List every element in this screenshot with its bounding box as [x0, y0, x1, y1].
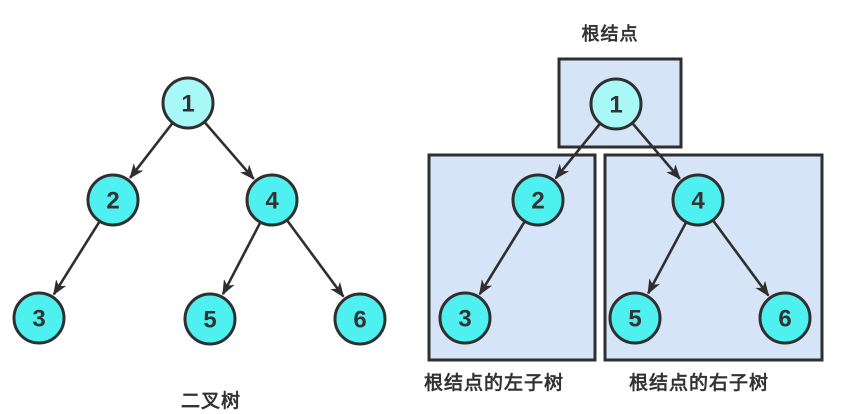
- edge-1-to-4: [631, 122, 681, 179]
- node-label-5: 5: [203, 307, 216, 334]
- tree-node-6: 6: [758, 291, 812, 345]
- node-label-2: 2: [106, 188, 119, 215]
- edge-4-to-6: [286, 220, 345, 297]
- node-label-2: 2: [531, 188, 544, 215]
- edge-2-to-3: [52, 221, 101, 294]
- tree-node-1: 1: [589, 77, 643, 131]
- node-label-4: 4: [691, 188, 705, 215]
- node-circle-1: [161, 76, 215, 130]
- left-tree-caption: 二叉树: [180, 391, 242, 412]
- node-label-5: 5: [628, 306, 641, 333]
- tree-node-5: 5: [608, 291, 662, 345]
- tree-node-1: 1: [161, 76, 215, 130]
- node-circle-5: [608, 291, 662, 345]
- node-circle-2: [511, 173, 565, 227]
- node-circle-5: [183, 292, 237, 346]
- node-circle-3: [438, 291, 492, 345]
- node-label-3: 3: [458, 306, 471, 333]
- root-node-label: 根结点: [581, 24, 639, 44]
- edge-1-to-2: [129, 122, 174, 178]
- left-subtree-label: 根结点的左子树: [423, 373, 565, 394]
- edge-4-to-5: [647, 222, 687, 293]
- edge-1-to-2: [554, 123, 601, 178]
- node-label-4: 4: [265, 188, 279, 215]
- edge-2-to-3: [478, 221, 526, 294]
- tree-node-3: 3: [12, 291, 66, 345]
- right-subtree-label: 根结点的右子树: [628, 373, 770, 394]
- node-circle-4: [245, 173, 299, 227]
- tree-node-3: 3: [438, 291, 492, 345]
- node-circle-1: [589, 77, 643, 131]
- tree-node-2: 2: [86, 173, 140, 227]
- annotated-binary-tree: 1 2 4 3 5 6: [427, 57, 824, 362]
- node-circle-6: [333, 292, 387, 346]
- node-label-6: 6: [778, 306, 791, 333]
- tree-node-6: 6: [333, 292, 387, 346]
- edge-4-to-6: [712, 220, 770, 296]
- node-circle-6: [758, 291, 812, 345]
- tree-node-5: 5: [183, 292, 237, 346]
- tree-node-4: 4: [671, 173, 725, 227]
- node-circle-3: [12, 291, 66, 345]
- node-circle-2: [86, 173, 140, 227]
- node-label-1: 1: [609, 92, 622, 119]
- edge-1-to-4: [204, 121, 255, 179]
- tree-node-2: 2: [511, 173, 565, 227]
- node-label-6: 6: [353, 307, 366, 334]
- node-label-1: 1: [181, 91, 194, 118]
- edge-4-to-5: [221, 222, 262, 294]
- tree-node-4: 4: [245, 173, 299, 227]
- node-circle-4: [671, 173, 725, 227]
- node-label-3: 3: [32, 306, 45, 333]
- plain-binary-tree: 1 2 4 3 5 6: [12, 76, 387, 346]
